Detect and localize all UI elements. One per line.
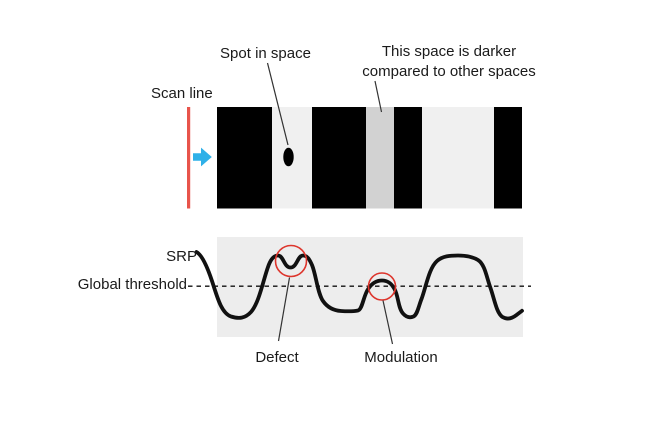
barcode-bar-3 [394,107,422,209]
darker-space-leader-line [374,80,383,113]
defect-leader-line [277,277,291,342]
barcode-symbol [217,107,522,209]
barcode-bar-2 [312,107,366,209]
scan-direction-arrow-icon [193,147,212,167]
defect-circle [274,244,308,278]
scan-line-marker [187,107,191,209]
srp-label: SRP [166,248,197,265]
modulation-circle [367,272,397,301]
ink-spot [283,147,294,167]
barcode-bar-4 [494,107,522,209]
global-threshold-label: Global threshold [77,276,187,293]
barcode-bar-1 [217,107,272,209]
scan-line-label: Scan line [151,85,213,102]
darker-space-label-line1: This space is darker [381,43,517,60]
modulation-label: Modulation [364,349,438,366]
barcode-space-3 [422,107,494,209]
defect-label: Defect [255,349,299,366]
darker-space-label-line2: compared to other spaces [362,62,536,80]
darker-space-label: This space is darker compared to other s… [339,42,559,81]
barcode-darker-space [366,107,394,209]
spot-in-space-label: Spot in space [220,45,311,62]
modulation-leader-line [382,300,394,345]
spot-leader-line [266,62,289,146]
